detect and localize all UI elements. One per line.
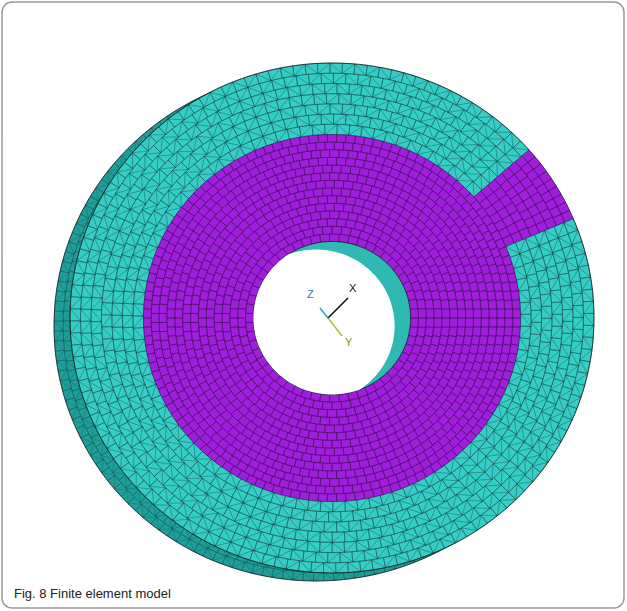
axis-label: Y — [344, 336, 353, 348]
hole-opening — [237, 250, 394, 403]
axis-label: X — [348, 282, 357, 294]
triangle-mesh — [70, 63, 594, 573]
axis-label: Z — [306, 288, 315, 300]
figure-caption: Fig. 8 Finite element model — [14, 586, 171, 602]
axis-line — [320, 308, 328, 318]
quad-mesh — [143, 135, 573, 502]
disc-mesh — [54, 63, 594, 581]
axis-line — [328, 298, 348, 318]
outer-ring-face — [70, 63, 594, 573]
axis-line — [328, 318, 342, 336]
